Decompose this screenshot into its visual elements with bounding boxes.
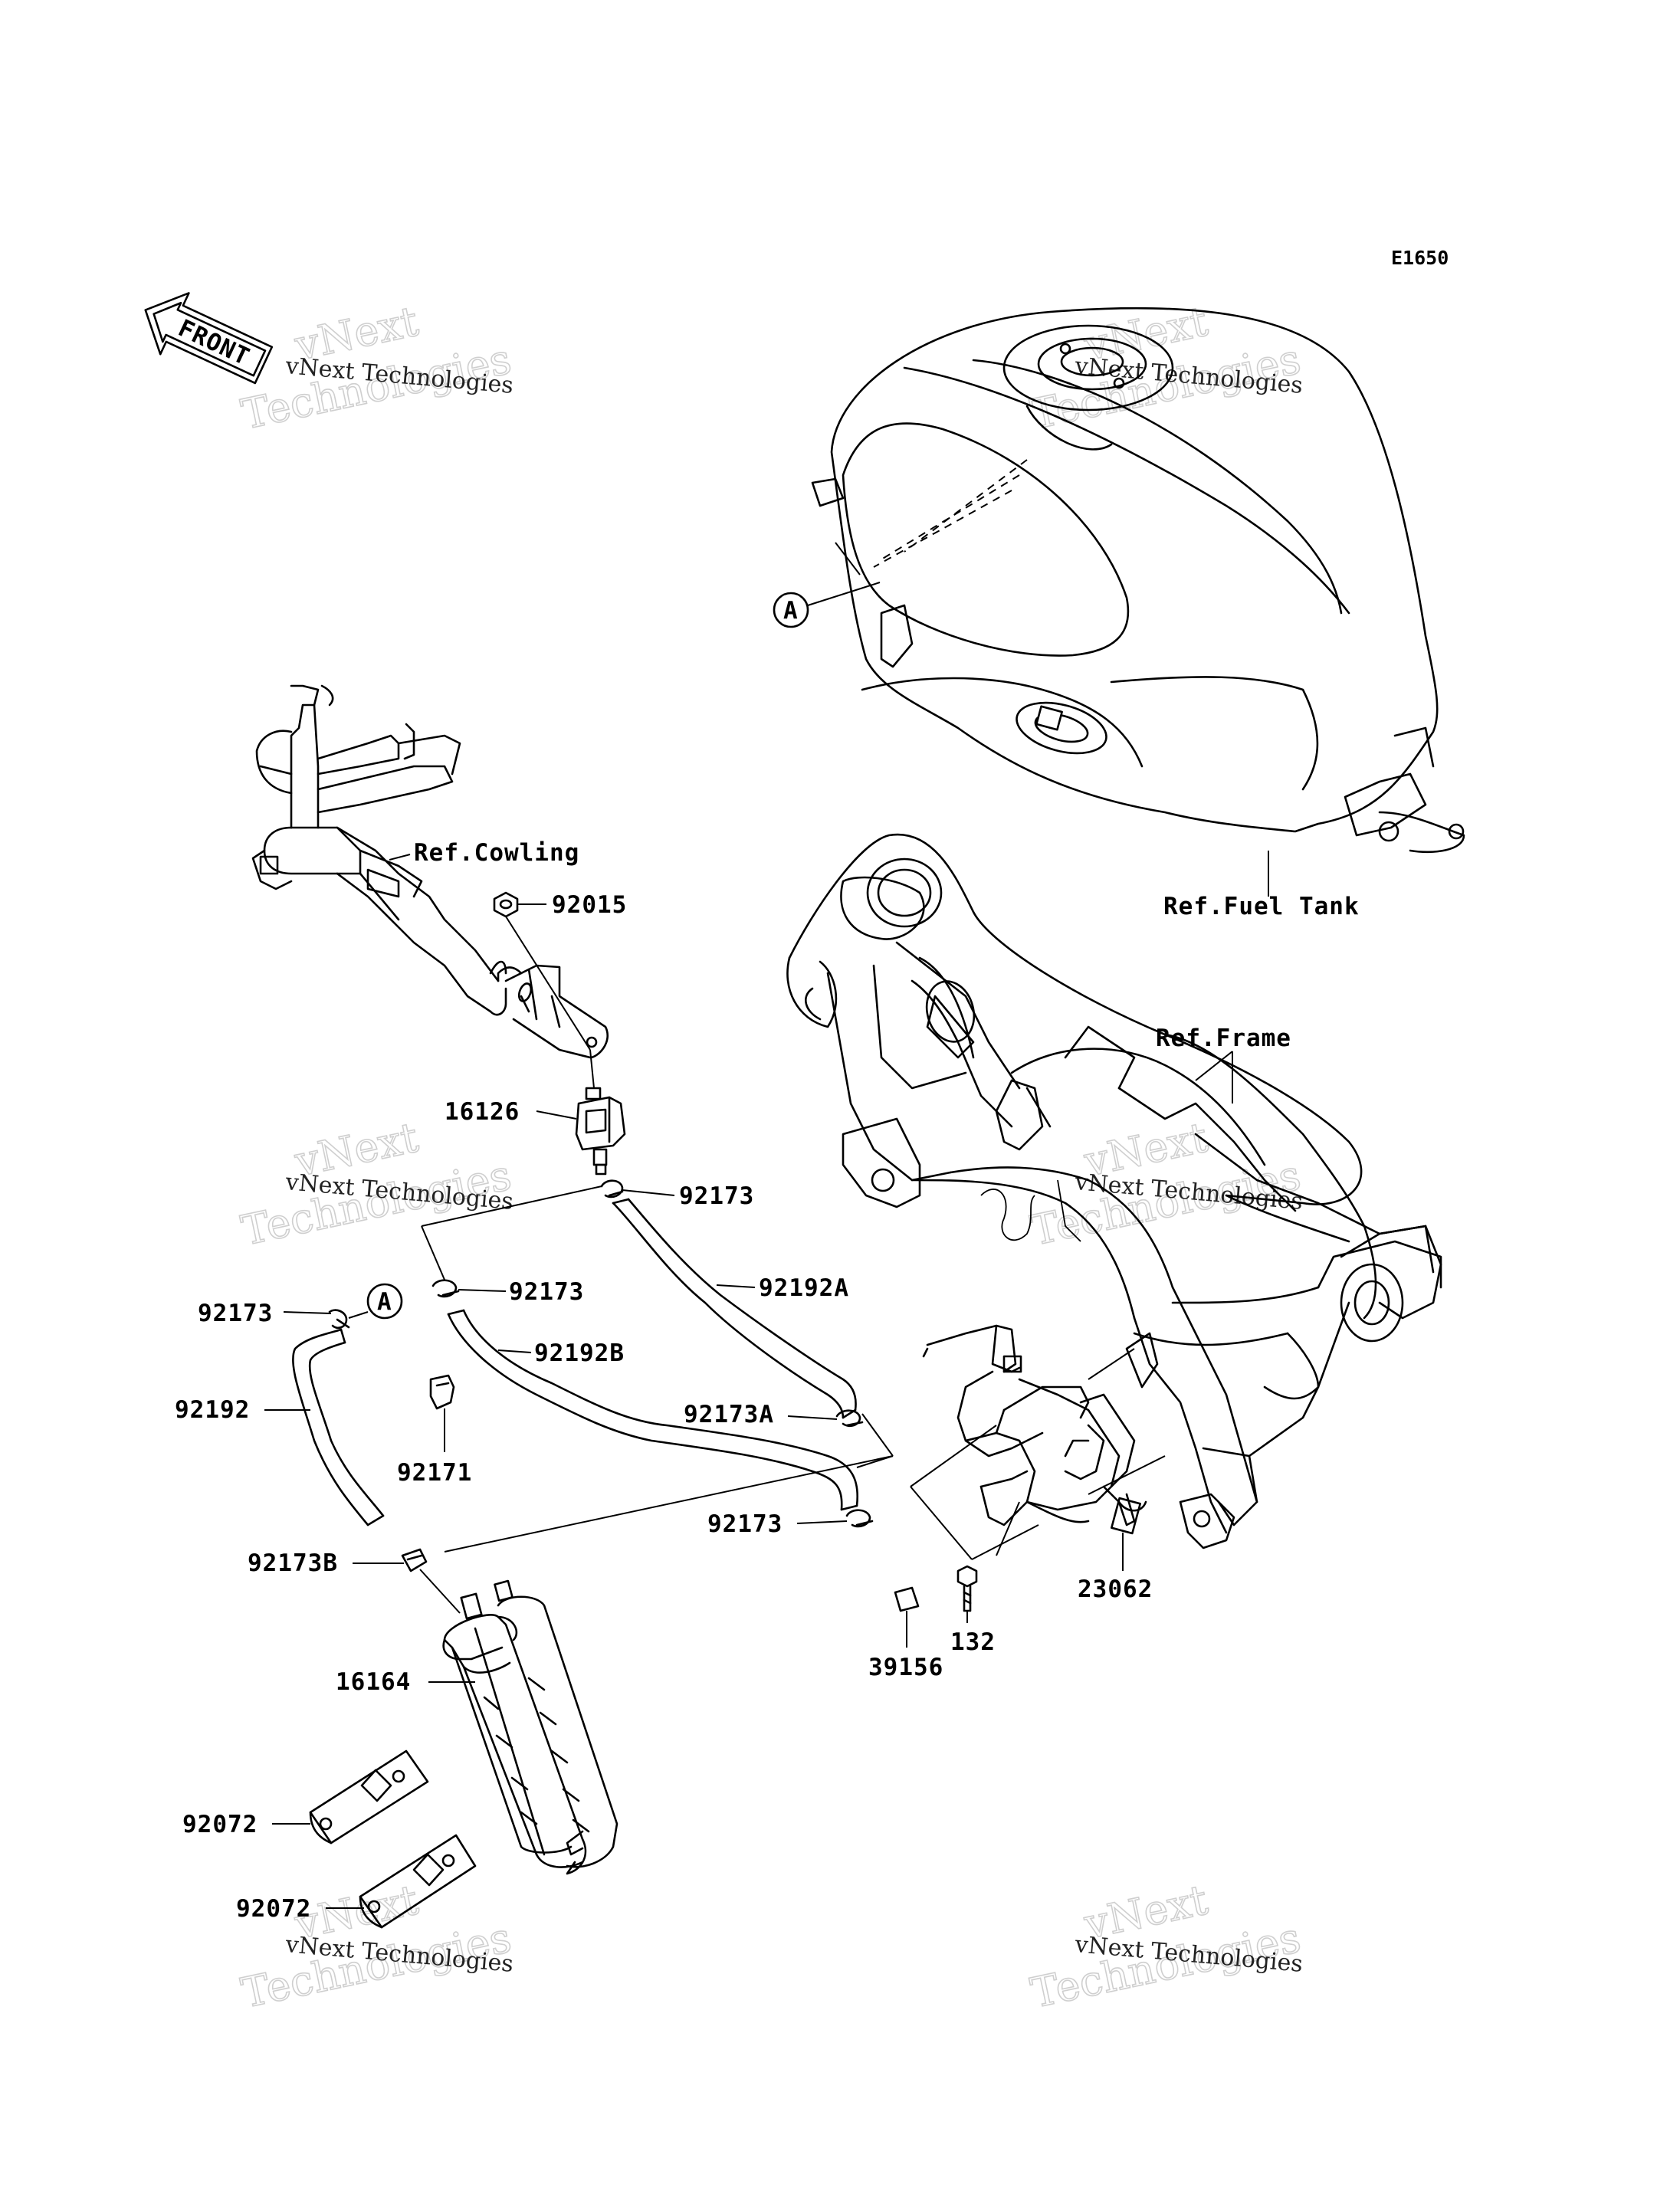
bracket-92072-b	[326, 1834, 477, 1929]
clip-92173-mid	[431, 1279, 507, 1298]
valve-16126	[536, 1049, 626, 1176]
callout-a-label: A	[377, 1288, 392, 1316]
cowling-bracket	[251, 684, 609, 1059]
ref-cowling-label: Ref.Cowling	[414, 839, 579, 867]
part-92192-label: 92192	[175, 1396, 250, 1424]
clip-92173-low	[796, 1509, 874, 1528]
clip-92173-top	[600, 1179, 675, 1199]
leader-line	[421, 1225, 445, 1280]
frame	[786, 833, 1442, 1549]
part-92173A-label: 92173A	[684, 1401, 774, 1428]
part-39156-label: 39156	[868, 1654, 943, 1681]
part-132-label: 132	[950, 1628, 996, 1656]
part-92173-label-c: 92173	[707, 1510, 783, 1538]
part-92072-label-b: 92072	[236, 1895, 311, 1923]
canister-16164	[428, 1579, 619, 1875]
watermark-mid-left: vNext Technologies vNext Technologies	[237, 1113, 516, 1256]
valve-23062	[910, 1324, 1166, 1571]
part-16164-label: 16164	[336, 1668, 411, 1696]
clip-92173A	[787, 1409, 864, 1428]
clip-92171	[429, 1374, 455, 1452]
part-92173-label-d: 92173	[198, 1300, 273, 1327]
ref-frame-label: Ref.Frame	[1156, 1025, 1291, 1052]
part-92173-label-a: 92173	[679, 1182, 754, 1210]
nut-92015	[493, 891, 591, 1051]
part-92192B-label: 92192B	[534, 1340, 625, 1367]
part-92173-label-b: 92173	[509, 1278, 584, 1306]
watermark-bottom-right: vNext Technologies vNext Technologies	[1026, 1875, 1305, 2018]
part-23062-label: 23062	[1078, 1576, 1153, 1603]
part-92171-label: 92171	[397, 1459, 472, 1487]
bracket-92072-a	[272, 1749, 429, 1844]
callout-a-hose: A	[283, 1283, 403, 1330]
front-arrow-icon: FRONT	[144, 292, 274, 385]
watermark-mid-right: vNext Technologies vNext Technologies	[1026, 1113, 1305, 1256]
fuel-tank	[811, 307, 1465, 897]
pad-39156	[894, 1586, 920, 1648]
part-92173B-label: 92173B	[248, 1549, 338, 1577]
leader-line	[419, 1569, 461, 1614]
part-92072-label-a: 92072	[182, 1811, 258, 1838]
hose-92192A	[612, 1198, 857, 1419]
watermark-top-left: vNext Technologies vNext Technologies	[237, 297, 516, 440]
leader-line	[444, 1455, 894, 1553]
diagram-code: E1650	[1391, 247, 1449, 269]
watermark-top-right: vNext Technologies vNext Technologies	[1026, 297, 1305, 440]
clip-92173B	[353, 1548, 428, 1572]
hose-92192	[264, 1328, 385, 1526]
leader-line	[861, 1413, 894, 1457]
part-16126-label: 16126	[445, 1098, 520, 1126]
bolt-132	[956, 1565, 978, 1623]
part-92192A-label: 92192A	[759, 1274, 849, 1302]
part-92015-label: 92015	[552, 891, 627, 919]
callout-a-tank: A	[773, 582, 881, 628]
leader-line	[421, 1185, 602, 1227]
ref-fuel-tank-label: Ref.Fuel Tank	[1163, 893, 1360, 920]
callout-a-label: A	[783, 597, 799, 625]
hose-92192B	[447, 1309, 859, 1511]
